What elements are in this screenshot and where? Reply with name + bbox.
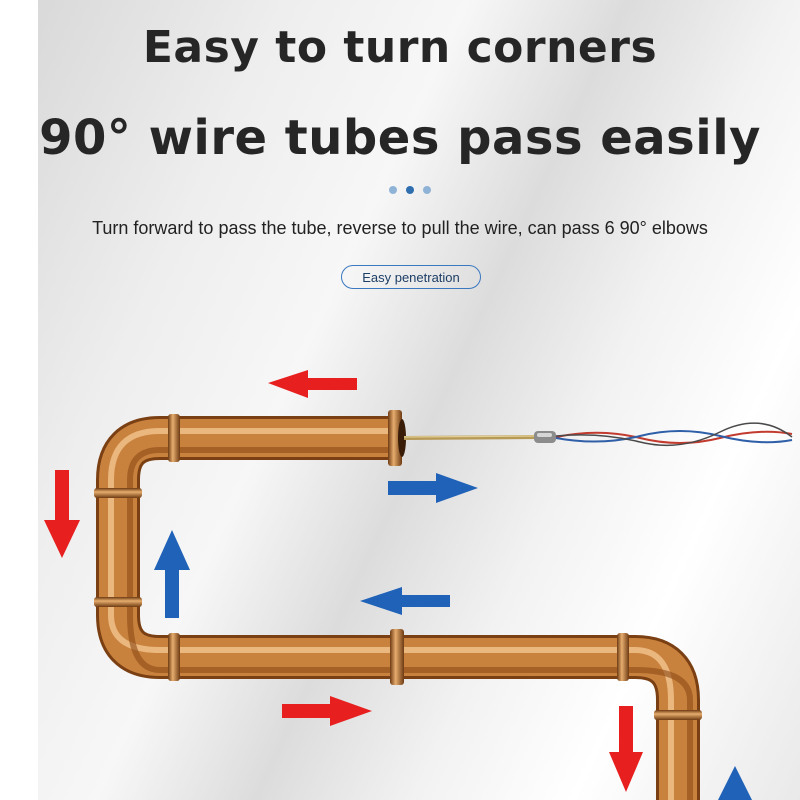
carousel-dot-active[interactable] [406, 186, 414, 194]
arrow-down-icon [609, 706, 643, 792]
pipe-couplings [94, 410, 702, 720]
arrow-left-icon [360, 587, 450, 615]
headline: Easy to turn corners [142, 22, 658, 73]
carousel-dot[interactable] [389, 186, 397, 194]
description: Turn forward to pass the tube, reverse t… [92, 218, 708, 238]
subheadline: 90° wire tubes pass easily [39, 110, 761, 166]
copper-pipe [96, 416, 700, 800]
carousel-indicator [389, 186, 431, 194]
arrow-down-icon [44, 470, 80, 558]
arrow-up-icon [718, 766, 752, 800]
carousel-dot[interactable] [423, 186, 431, 194]
arrow-up-icon [154, 530, 190, 618]
arrow-right-icon [388, 473, 478, 503]
arrow-right-icon [282, 696, 372, 726]
feature-badge: Easy penetration [341, 265, 481, 289]
fish-tape-wire [403, 422, 793, 447]
arrow-left-icon [268, 370, 357, 398]
